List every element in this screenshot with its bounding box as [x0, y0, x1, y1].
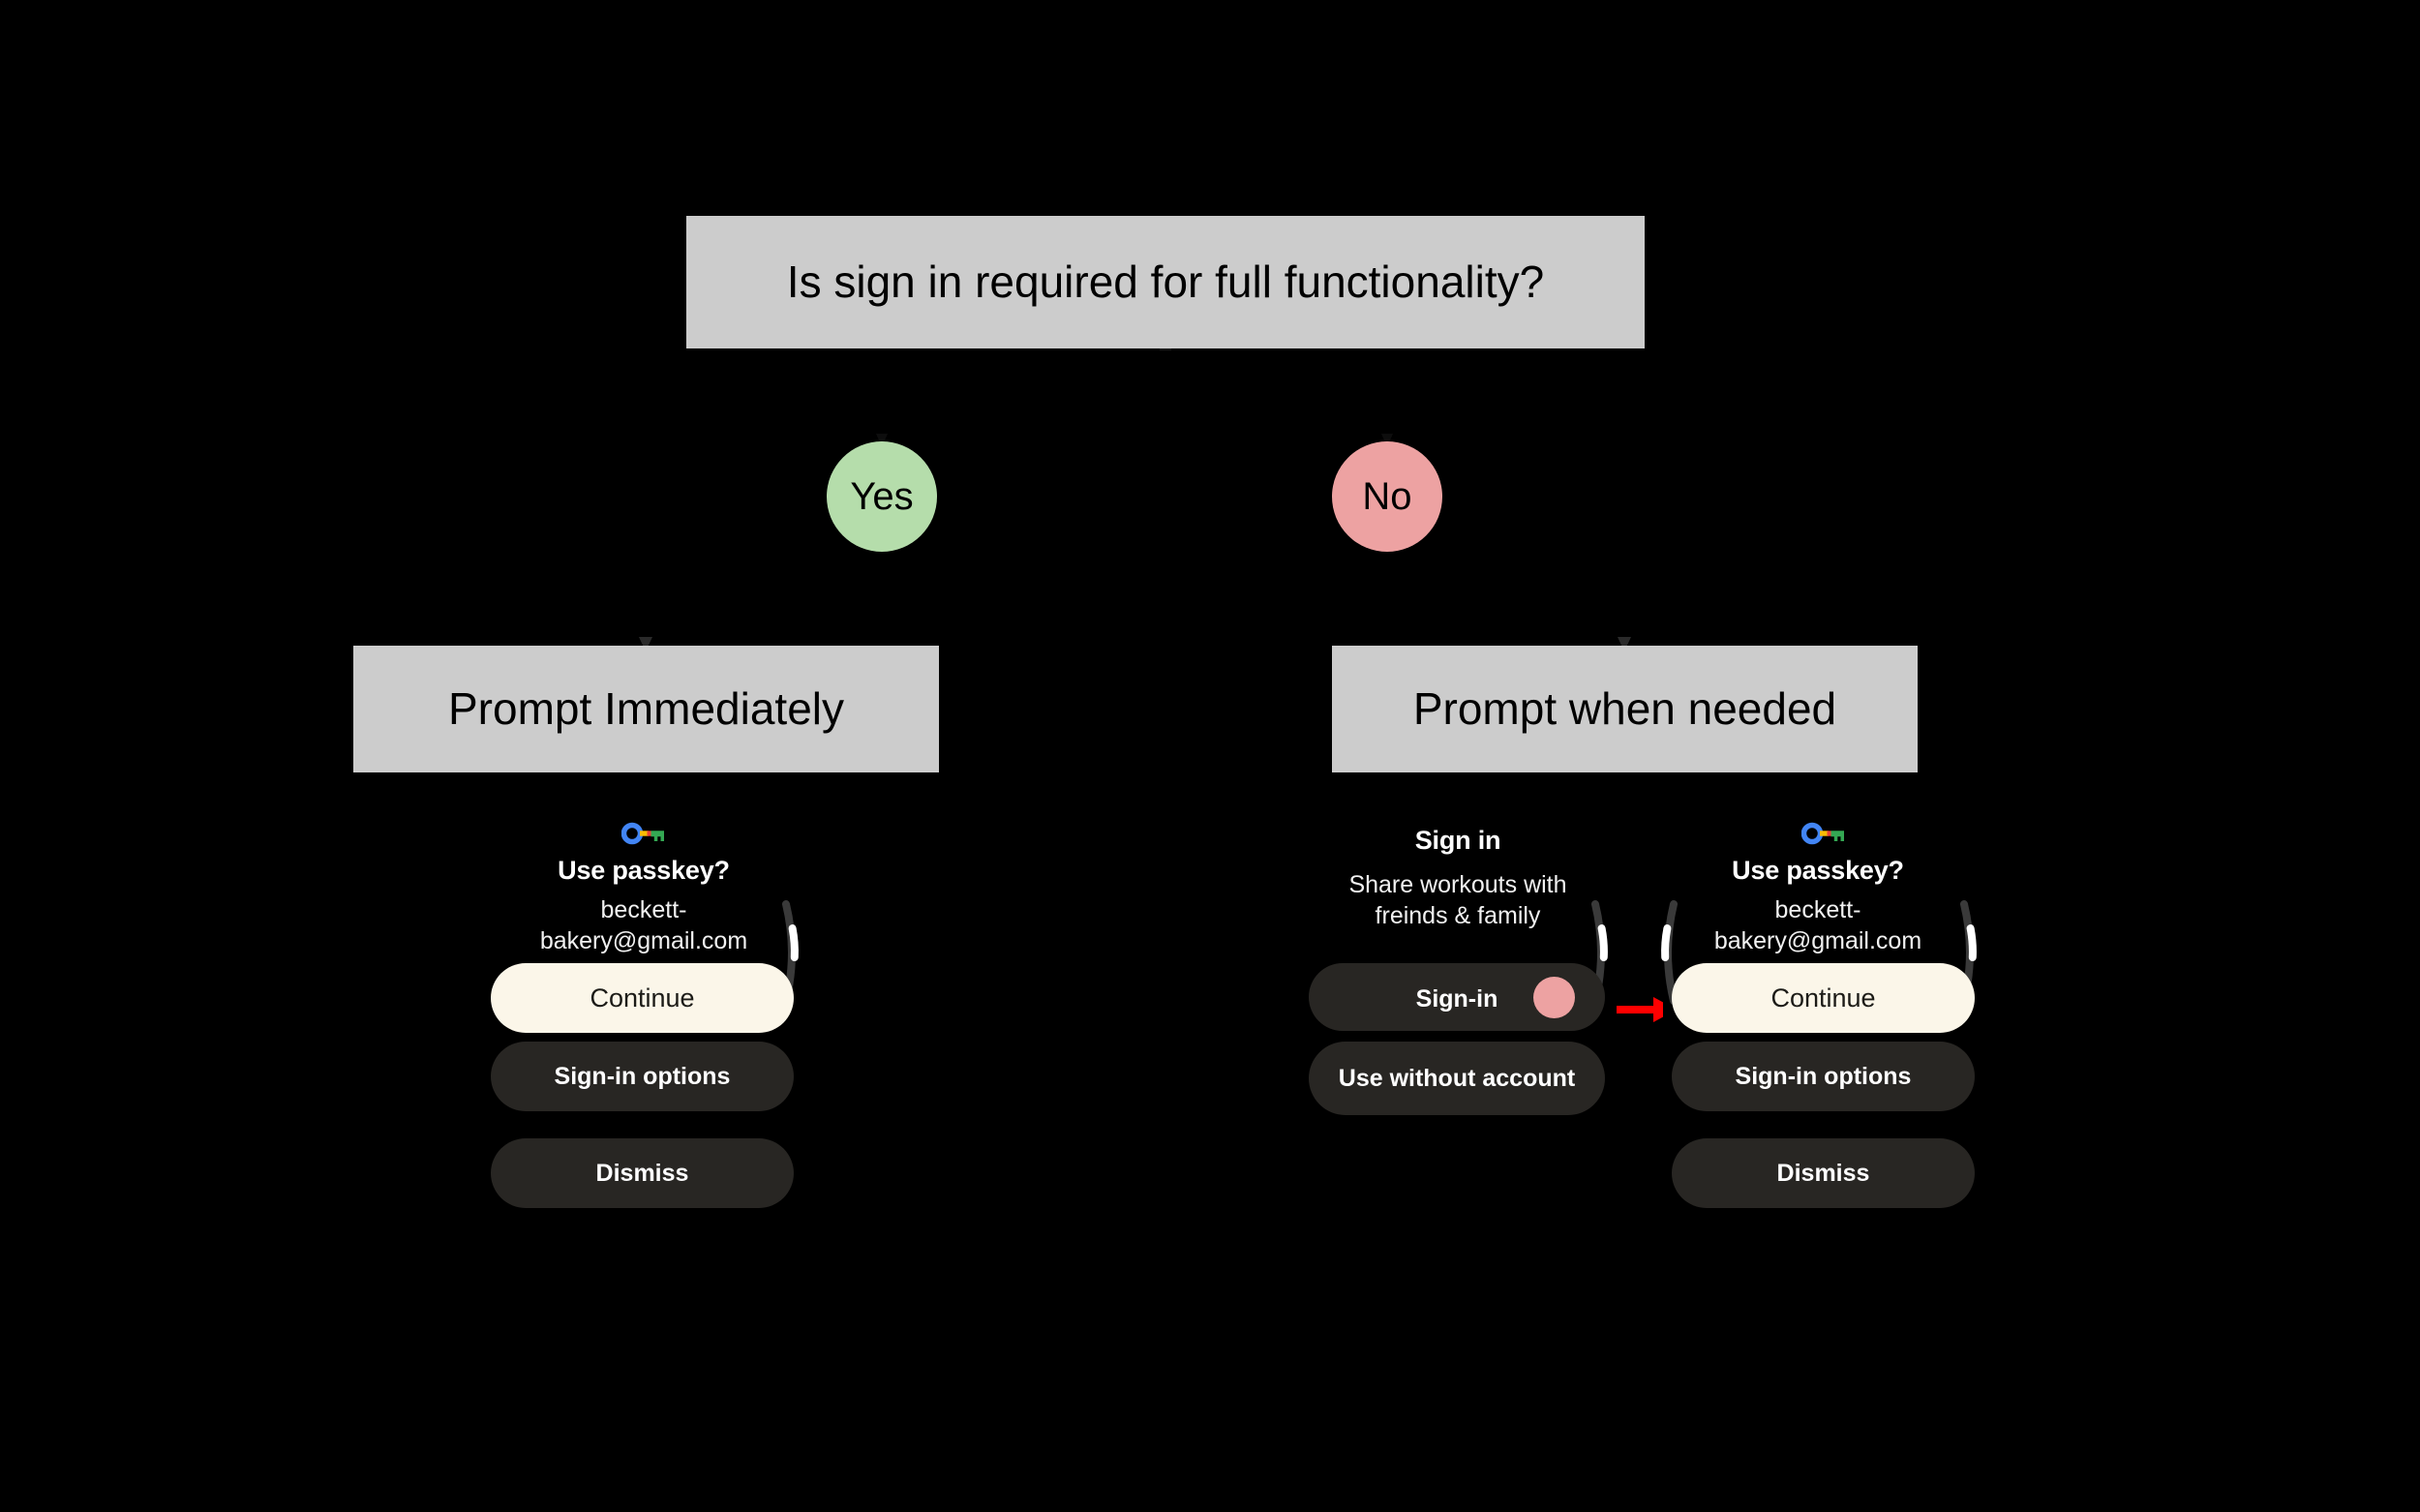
watch-screen-right: Use passkey? beckett- bakery@gmail.com C… — [1661, 813, 1977, 1297]
watch-middle-subtitle-line1: Share workouts with — [1348, 871, 1567, 898]
watch-middle-title: Sign in — [1414, 826, 1501, 855]
watch-left-subtitle-line1: beckett- — [600, 896, 687, 923]
scroll-indicator-left[interactable] — [1656, 900, 1681, 1005]
watch-screen-left: Use passkey? beckett- bakery@gmail.com C… — [489, 813, 799, 1297]
watch-right-subtitle-line1: beckett- — [1774, 896, 1861, 923]
outcome-box-prompt-immediately: Prompt Immediately — [353, 646, 939, 772]
watch-middle-button-sign-in[interactable]: Sign-in — [1309, 963, 1605, 1031]
watch-middle-button-sign-in-label: Sign-in — [1415, 985, 1498, 1013]
watch-right-button-dismiss[interactable]: Dismiss — [1672, 1138, 1975, 1208]
decision-node-no: No — [1332, 441, 1442, 552]
watch-left-subtitle-line2: bakery@gmail.com — [539, 927, 748, 954]
google-passkey-icon — [1801, 822, 1844, 845]
decision-node-yes: Yes — [827, 441, 937, 552]
pink-dot-indicator — [1533, 977, 1575, 1018]
watch-screen-middle: Sign in Share workouts with freinds & fa… — [1309, 813, 1608, 1297]
google-passkey-icon — [621, 822, 664, 845]
watch-middle-subtitle-line2: freinds & family — [1375, 902, 1541, 929]
watch-right-button-sign-in-options[interactable]: Sign-in options — [1672, 1042, 1975, 1111]
watch-right-title: Use passkey? — [1732, 856, 1904, 885]
watch-right-subtitle-line2: bakery@gmail.com — [1713, 927, 1922, 954]
watch-right-button-continue[interactable]: Continue — [1672, 963, 1975, 1033]
watch-left-title: Use passkey? — [558, 856, 730, 885]
outcome-box-prompt-when-needed: Prompt when needed — [1332, 646, 1918, 772]
watch-left-button-dismiss[interactable]: Dismiss — [491, 1138, 794, 1208]
watch-middle-button-use-without-account[interactable]: Use without account — [1309, 1042, 1605, 1115]
root-question-box: Is sign in required for full functionali… — [686, 216, 1645, 348]
watch-left-button-continue[interactable]: Continue — [491, 963, 794, 1033]
watch-left-button-sign-in-options[interactable]: Sign-in options — [491, 1042, 794, 1111]
